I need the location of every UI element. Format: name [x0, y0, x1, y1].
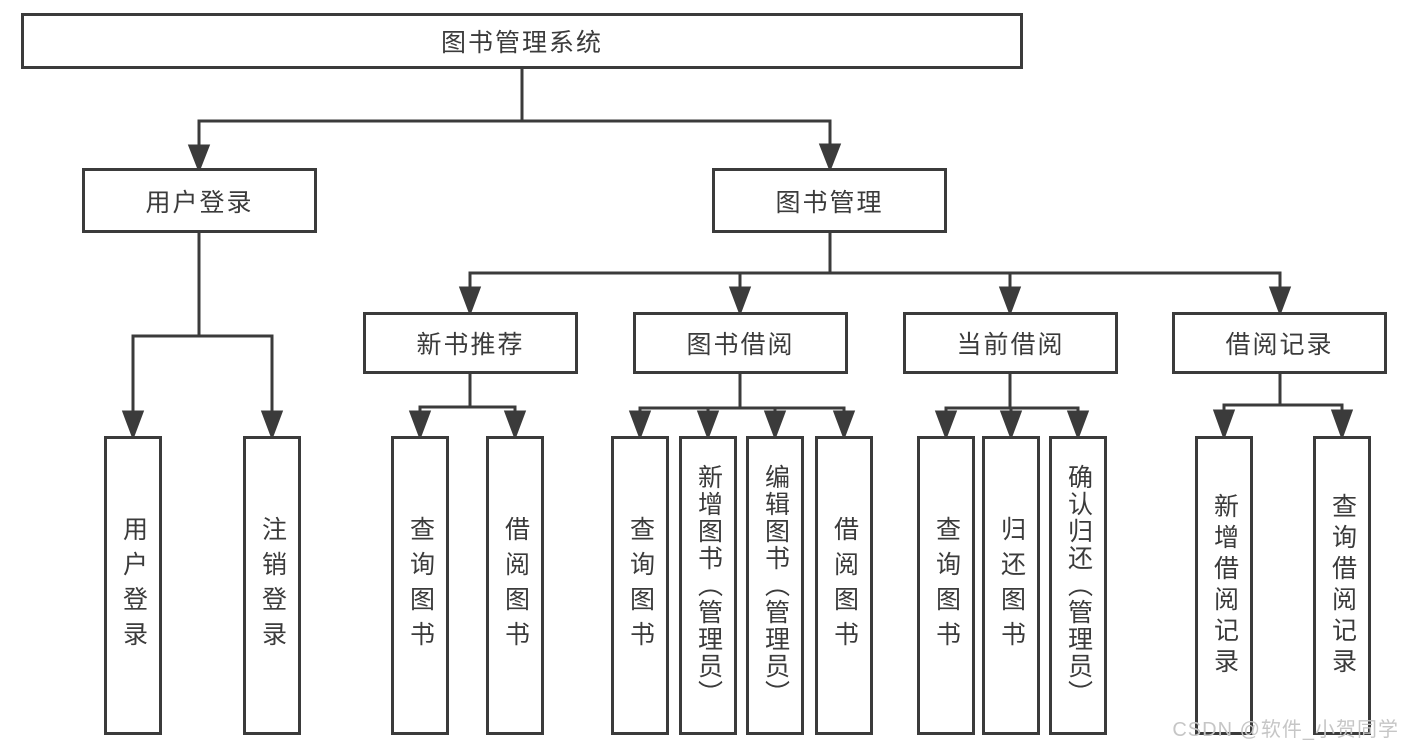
node-leaf-query-books-current: 查询图书 [917, 436, 975, 735]
node-user-login: 用户登录 [82, 168, 317, 233]
node-leaf-query-books-borrow: 查询图书 [611, 436, 669, 735]
node-book-borrowing: 图书借阅 [633, 312, 848, 374]
node-root-library-system: 图书管理系统 [21, 13, 1023, 69]
node-leaf-add-book-admin: 新增图书（管理员） [679, 436, 737, 735]
node-new-book-recommend: 新书推荐 [363, 312, 578, 374]
node-leaf-logout: 注销登录 [243, 436, 301, 735]
node-leaf-confirm-return-admin: 确认归还（管理员） [1049, 436, 1107, 735]
node-leaf-query-borrow-record: 查询借阅记录 [1313, 436, 1371, 735]
node-leaf-edit-book-admin: 编辑图书（管理员） [746, 436, 804, 735]
node-book-management: 图书管理 [712, 168, 947, 233]
node-leaf-borrow-books-recommend: 借阅图书 [486, 436, 544, 735]
node-leaf-borrow-books: 借阅图书 [815, 436, 873, 735]
csdn-watermark: CSDN @软件_小贺同学 [1172, 719, 1399, 741]
node-leaf-query-books-recommend: 查询图书 [391, 436, 449, 735]
node-current-borrowing: 当前借阅 [903, 312, 1118, 374]
node-borrowing-records: 借阅记录 [1172, 312, 1387, 374]
node-leaf-return-book: 归还图书 [982, 436, 1040, 735]
node-leaf-user-login: 用户登录 [104, 436, 162, 735]
node-leaf-add-borrow-record: 新增借阅记录 [1195, 436, 1253, 735]
